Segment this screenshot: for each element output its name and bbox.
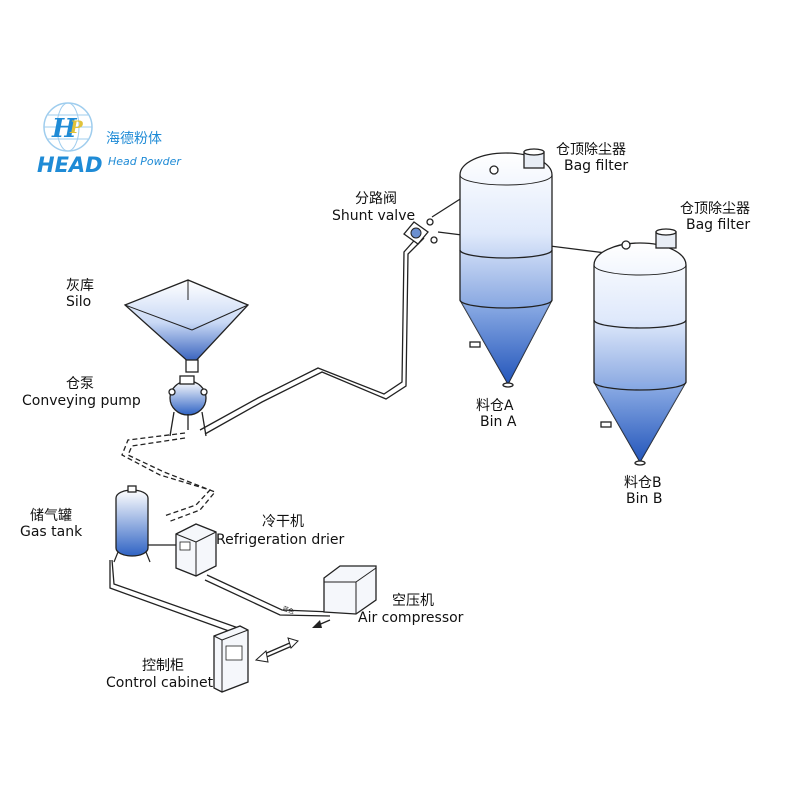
shunt-valve [403, 218, 438, 245]
drier-label-cn: 冷干机 [262, 514, 304, 530]
bin-b-label-en: Bin B [626, 491, 662, 507]
compressor-label-en: Air compressor [358, 610, 464, 626]
compressor-label-cn: 空压机 [392, 593, 434, 609]
bag-filter-a-label-cn: 仓顶除尘器 [556, 142, 626, 158]
brand-name-en: HEAD [37, 153, 103, 177]
silo [123, 279, 250, 373]
gas-tank [113, 485, 151, 563]
bin-a-label-en: Bin A [480, 414, 517, 430]
drier-label-en: Refrigeration drier [216, 532, 345, 548]
shunt-label-cn: 分路阀 [355, 191, 397, 207]
refrigeration-drier [175, 523, 217, 577]
svg-text:H: H [51, 114, 78, 144]
brand-name-sub: Head Powder [108, 155, 182, 168]
bin-b [593, 240, 687, 466]
bag-filter-b-label-en: Bag filter [686, 217, 750, 233]
silo-label-cn: 灰库 [66, 278, 94, 294]
gas-tank-label-en: Gas tank [20, 524, 83, 540]
pump-label-cn: 仓泵 [66, 376, 94, 392]
cabinet-label-en: Control cabinet [106, 675, 214, 691]
signal-arrow-icon [254, 637, 299, 663]
air-compressor [323, 565, 377, 615]
globe-icon: H P [43, 102, 93, 152]
brand-logo: H P HEAD 海德粉体 Head Powder [37, 102, 182, 177]
bag-filter-a-label-en: Bag filter [564, 158, 628, 174]
bag-filter-b-label-cn: 仓顶除尘器 [680, 201, 750, 217]
bin-a-label-cn: 料仓A [476, 398, 514, 414]
cabinet-label-cn: 控制柜 [142, 658, 184, 674]
conveying-pump [168, 375, 208, 437]
svg-text:P: P [69, 118, 84, 138]
bag-filter-a [523, 148, 545, 169]
silo-label-en: Silo [66, 294, 91, 310]
brand-name-cn: 海德粉体 [106, 131, 162, 147]
pump-label-en: Conveying pump [22, 393, 141, 409]
bin-a [459, 152, 553, 388]
pipe-tag: 蓝色 [281, 604, 295, 616]
bin-b-label-cn: 料仓B [624, 475, 662, 491]
gas-tank-label-cn: 储气罐 [30, 508, 72, 524]
control-cabinet [213, 625, 249, 693]
flow-arrow-icon [312, 619, 331, 628]
bag-filter-b [655, 228, 677, 249]
shunt-label-en: Shunt valve [332, 208, 415, 224]
